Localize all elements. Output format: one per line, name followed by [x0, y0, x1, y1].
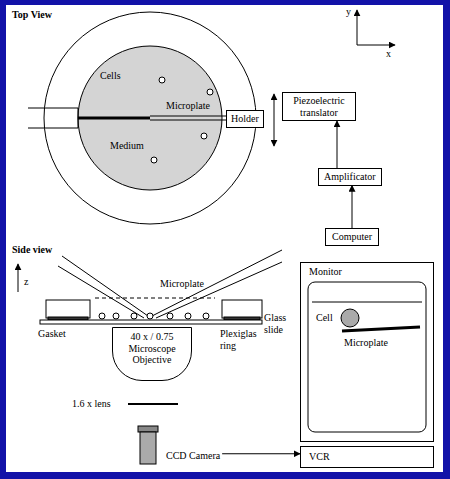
signal-arrow — [337, 121, 338, 168]
view-title: Side view — [12, 244, 52, 256]
node-text: Piezoelectric translator — [287, 95, 351, 118]
camera-symbol — [136, 424, 162, 466]
monitor-box: Monitor — [300, 262, 434, 442]
part-label: Gasket — [38, 328, 66, 340]
part-label: Glass slide — [264, 312, 298, 335]
node-text: VCR — [309, 451, 425, 463]
side-view-pipettes — [58, 250, 282, 318]
vcr-box: VCR — [300, 446, 434, 468]
axis-label: z — [24, 276, 28, 288]
amplifier-box: Amplificator — [318, 168, 382, 186]
node-text: Computer — [332, 231, 372, 243]
objective-shape: 40 x / 0.75Microscope Objective — [112, 327, 192, 381]
part-label: Microplate — [160, 278, 204, 290]
side-cells — [99, 313, 209, 319]
ccd-camera: CCD Camera — [136, 424, 222, 462]
node-text: Microscope Objective — [117, 343, 187, 366]
node-text: CCD Camera — [166, 450, 220, 462]
piezo-box: Piezoelectric translator — [282, 92, 356, 121]
screen-label: Cell — [316, 312, 333, 324]
axis-label: x — [386, 48, 391, 60]
axis-label: y — [346, 6, 351, 18]
medium-region — [78, 46, 222, 190]
top-view-holder — [28, 94, 274, 146]
node-text: Holder — [231, 113, 259, 125]
holder-box: Holder — [226, 110, 264, 128]
part-label: Cells — [100, 70, 121, 82]
monitor-screen — [308, 282, 426, 432]
node-text: Amplificator — [324, 171, 376, 183]
screen-label: Microplate — [344, 337, 388, 349]
axes — [18, 10, 395, 292]
signal-arrow — [352, 186, 353, 229]
view-title: Top View — [12, 9, 52, 21]
part-label: Microplate — [166, 100, 210, 112]
chamber — [40, 300, 262, 324]
lens — [128, 403, 178, 405]
node-text: 40 x / 0.75 — [117, 331, 187, 343]
cells — [151, 77, 213, 163]
part-label: 1.6 x lens — [72, 398, 111, 410]
signal-arrow — [222, 453, 300, 454]
dish-outer — [44, 12, 256, 224]
node-text: Monitor — [309, 266, 425, 278]
part-label: Plexiglas ring — [220, 328, 264, 351]
computer-box: Computer — [325, 228, 379, 246]
part-label: Medium — [110, 140, 144, 152]
